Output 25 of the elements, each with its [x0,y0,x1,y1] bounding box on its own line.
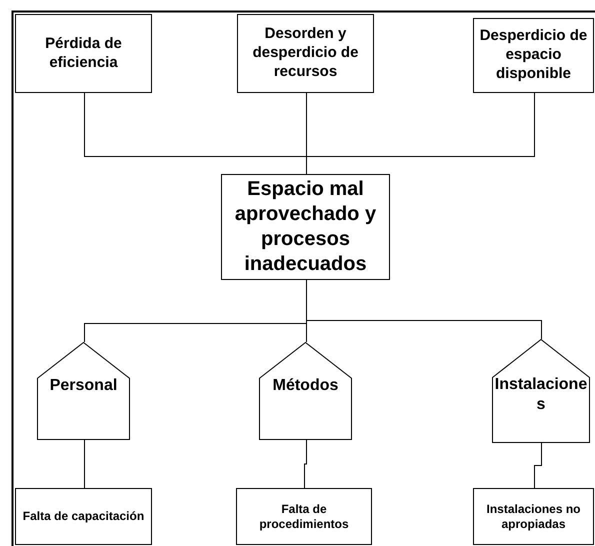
connector-line [306,92,535,174]
connector-line [84,440,85,488]
connector-line [534,442,542,488]
box-label: Espacio mal aprovechado y procesos inadecuados [234,177,378,277]
box-label: Personal [48,376,118,396]
connector-line [304,440,307,488]
box-label: Métodos [272,376,340,396]
process-box [237,14,374,93]
box-label: Instalaciones [494,375,588,416]
process-box [473,18,594,93]
process-box [236,488,372,545]
box-label: Desperdicio de espacio disponible [478,27,588,84]
process-box [221,174,390,280]
process-box [473,488,594,545]
connector-line [306,280,542,340]
box-label: Pérdida de eficiencia [44,34,123,72]
box-label: Falta de procedimientos [258,502,350,532]
category-pentagon [37,342,130,440]
box-label: Falta de capacitación [22,509,146,524]
box-label: Desorden y desperdicio de recursos [252,25,360,82]
box-label: Instalaciones no apropiadas [485,502,582,532]
process-box [15,14,152,93]
category-pentagon [259,342,352,440]
process-box [15,488,152,545]
category-pentagon [492,339,590,443]
